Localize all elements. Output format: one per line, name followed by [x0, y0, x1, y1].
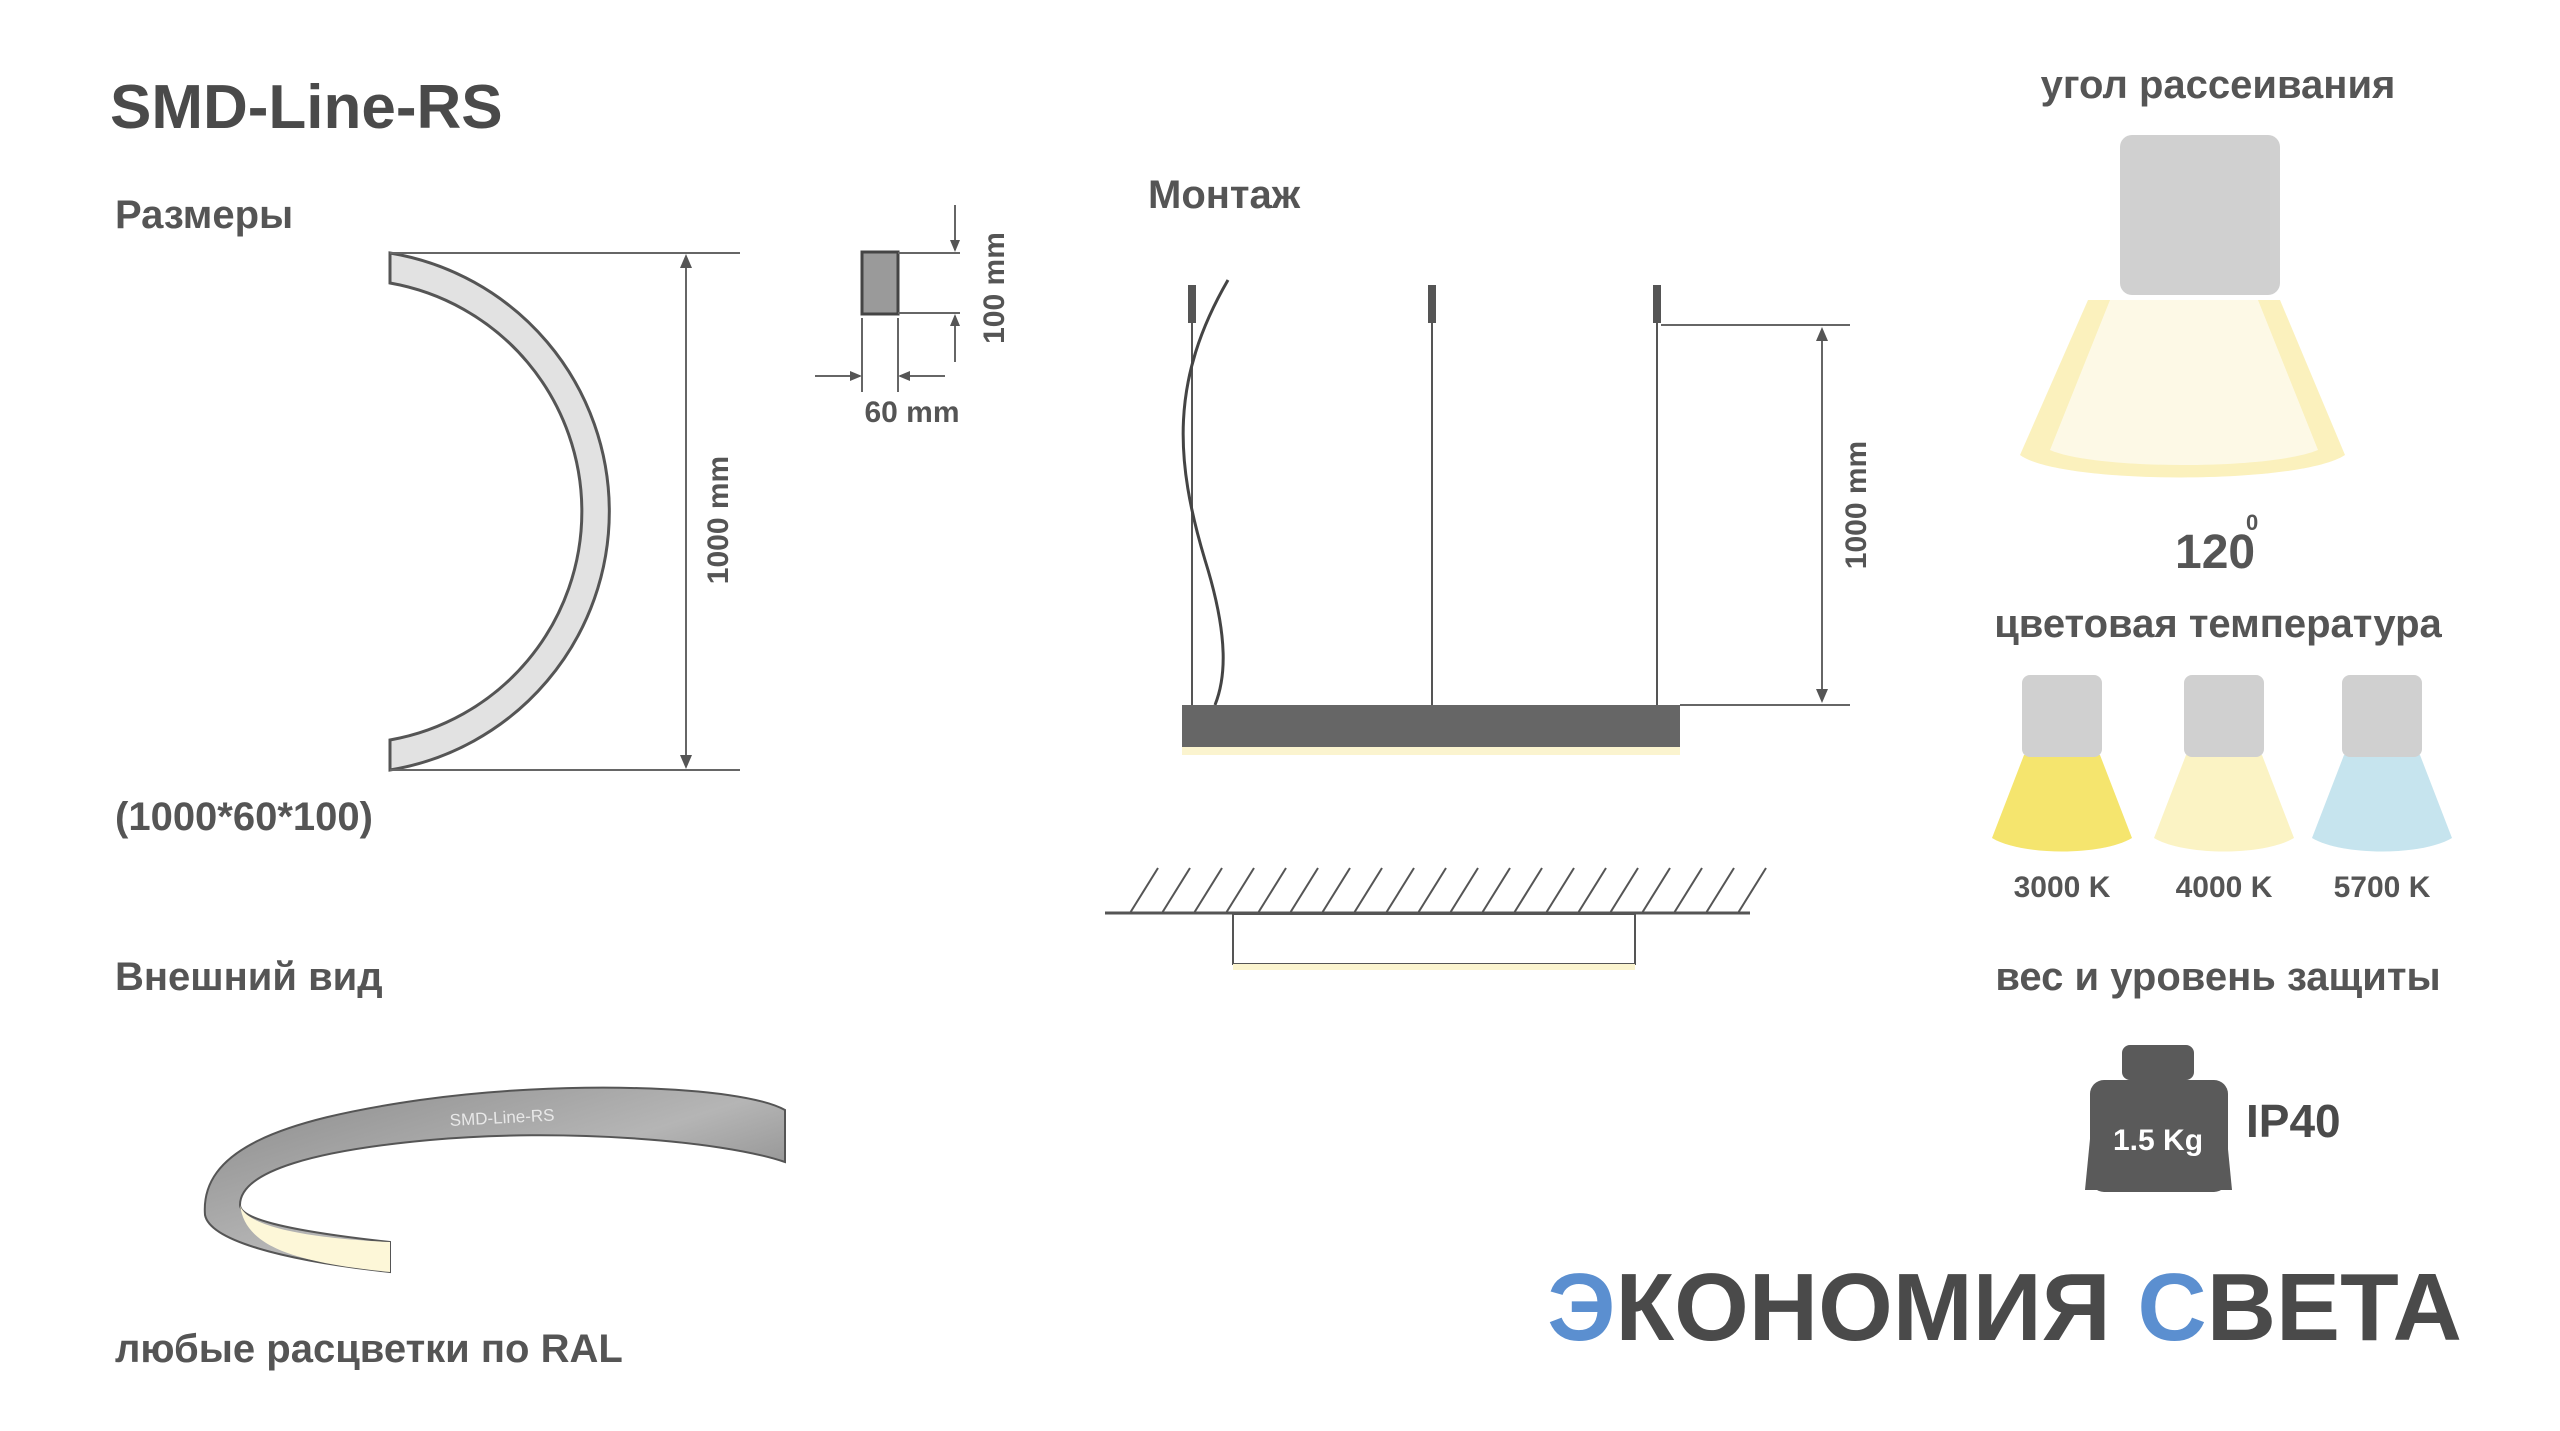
semicircle-profile: [388, 251, 611, 772]
arrow-down-icon: [680, 755, 692, 769]
hatch-line: [1545, 867, 1575, 914]
color-temp-swatch: 5700 K: [2312, 675, 2452, 904]
ceiling-mount-left: [1188, 285, 1196, 323]
weight-protection-heading: вес и уровень защиты: [1995, 955, 2440, 999]
hatch-line: [1225, 867, 1255, 914]
light-beam: [2312, 755, 2452, 852]
brand-accent-letter: С: [2137, 1254, 2206, 1361]
width-label: 60 mm: [864, 396, 959, 429]
luminaire-head: [2184, 675, 2264, 757]
hatch-line: [1193, 867, 1223, 914]
arrow-down-icon: [950, 240, 960, 252]
hatch-line: [1641, 867, 1671, 914]
degree-mark: 0: [2246, 510, 2258, 535]
hatch-line: [1737, 867, 1767, 914]
light-beam: [2154, 755, 2294, 852]
hatch-line: [1673, 867, 1703, 914]
beam-angle-heading: угол рассеивания: [2041, 63, 2396, 107]
color-temperature-swatches: 3000 K 4000 K 5700 K: [1992, 675, 2452, 904]
ip-rating: IP40: [2246, 1095, 2341, 1147]
depth-label: 100 mm: [978, 232, 1011, 344]
hatch-line: [1129, 867, 1159, 914]
hatch-line: [1577, 867, 1607, 914]
mounting-heading: Монтаж: [1148, 173, 1301, 217]
surface-luminaire-glow: [1233, 964, 1635, 970]
hatch-line: [1385, 867, 1415, 914]
beam-angle-illustration: [2020, 135, 2345, 478]
hatch-line: [1609, 867, 1639, 914]
arrow-up-icon: [950, 314, 960, 326]
hatch-line: [1449, 867, 1479, 914]
hatch-line: [1481, 867, 1511, 914]
brand-word-1: КОНОМИЯ: [1615, 1254, 2137, 1361]
product-title: SMD-Line-RS: [110, 73, 503, 142]
hatch-line: [1321, 867, 1351, 914]
ceiling-mount-center: [1428, 285, 1436, 323]
ral-note: любые расцветки по RAL: [115, 1327, 623, 1371]
color-temp-swatch: 3000 K: [1992, 675, 2132, 904]
hatch-line: [1353, 867, 1383, 914]
suspended-luminaire: [1182, 705, 1680, 747]
arrow-up-icon: [680, 254, 692, 268]
luminaire-head: [2120, 135, 2280, 295]
ceiling-mount-right: [1653, 285, 1661, 323]
hatch-line: [1289, 867, 1319, 914]
surface-luminaire: [1232, 913, 1636, 965]
brand-logo: ЭКОНОМИЯ СВЕТА: [1547, 1254, 2462, 1361]
product-render: SMD-Line-RS: [203, 1086, 786, 1274]
hatch-line: [1513, 867, 1543, 914]
color-temp-label: 5700 K: [2334, 871, 2431, 904]
hatch-line: [1417, 867, 1447, 914]
color-temp-label: 3000 K: [2014, 871, 2111, 904]
arrow-right-icon: [850, 371, 862, 381]
brand-word-2: ВЕТА: [2207, 1254, 2462, 1361]
suspension-label: 1000 mm: [1840, 441, 1873, 569]
size-formula: (1000*60*100): [115, 795, 373, 839]
hatch-line: [1257, 867, 1287, 914]
cross-section-profile: [860, 250, 900, 316]
luminaire-head: [2342, 675, 2422, 757]
ceiling-hatching: [1129, 867, 1767, 914]
arrow-down-icon: [1816, 689, 1828, 703]
weight-icon: [2085, 1045, 2232, 1192]
arrow-left-icon: [898, 371, 910, 381]
hatch-line: [1161, 867, 1191, 914]
weight-value: 1.5 Kg: [2113, 1124, 2203, 1157]
light-beam: [1992, 755, 2132, 852]
arrow-up-icon: [1816, 327, 1828, 341]
beam-angle-value: 120: [2175, 526, 2255, 579]
color-temp-label: 4000 K: [2176, 871, 2273, 904]
brand-accent-letter: Э: [1547, 1254, 1615, 1361]
color-temperature-heading: цветовая температура: [1994, 602, 2442, 646]
power-cable: [1181, 279, 1230, 706]
color-temp-swatch: 4000 K: [2154, 675, 2294, 904]
luminaire-head: [2022, 675, 2102, 757]
hatch-line: [1705, 867, 1735, 914]
luminaire-glow: [1182, 747, 1680, 755]
dimensions-heading: Размеры: [115, 193, 293, 237]
appearance-heading: Внешний вид: [115, 955, 383, 999]
height-label: 1000 mm: [702, 456, 735, 584]
